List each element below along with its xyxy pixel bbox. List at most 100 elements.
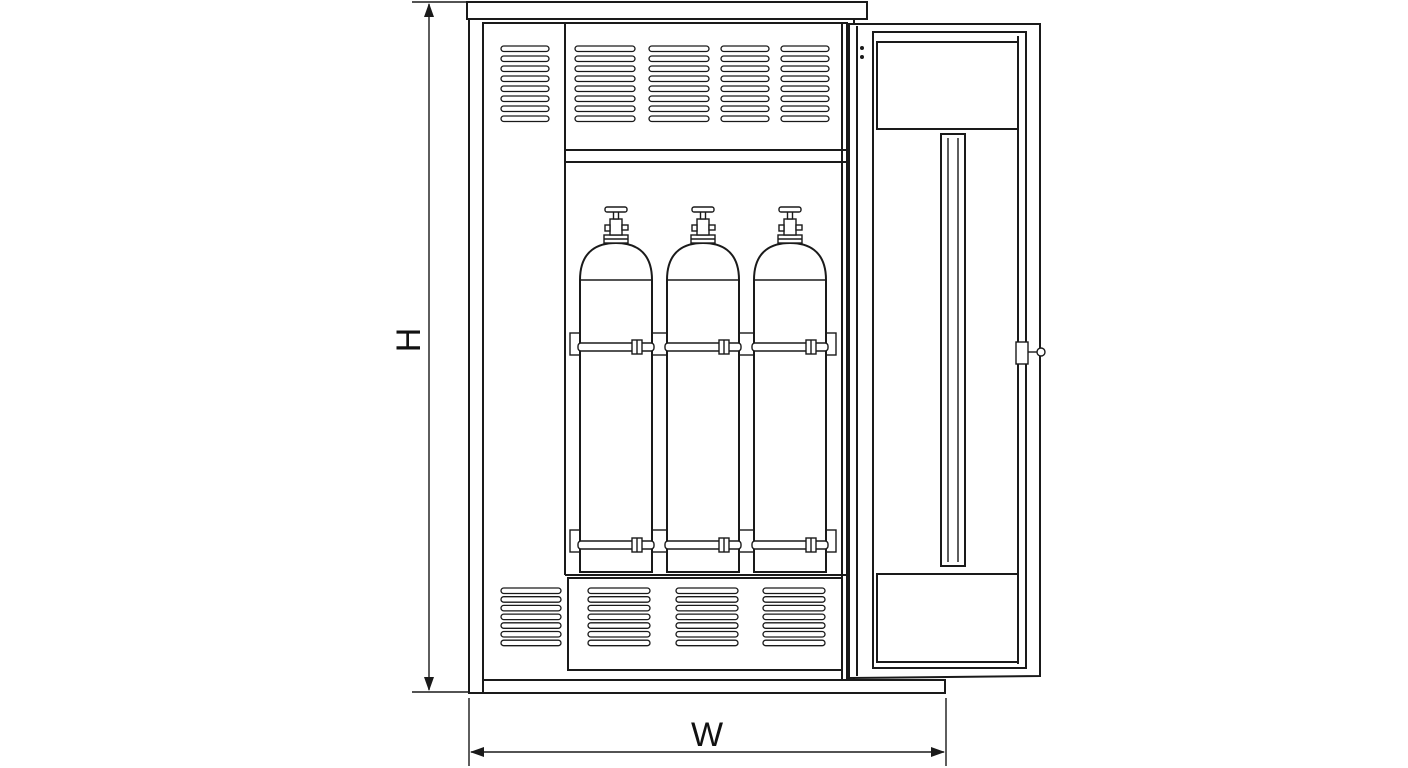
louvre-slot xyxy=(500,613,562,621)
latch-plate xyxy=(1015,341,1029,365)
cabinet-inner-frame xyxy=(482,22,848,681)
louvre-slot xyxy=(500,639,562,647)
louvre-slot xyxy=(574,95,636,103)
louvre-slot xyxy=(648,45,710,53)
louvre-slot xyxy=(720,75,770,83)
louvre-slot xyxy=(780,75,830,83)
louvre-slot xyxy=(500,55,550,63)
louvre-slot xyxy=(720,85,770,93)
louvre-group xyxy=(587,587,651,647)
louvre-slot xyxy=(648,105,710,113)
louvre-slot xyxy=(500,85,550,93)
louvre-slot xyxy=(675,604,739,612)
louvre-slot xyxy=(675,587,739,595)
cabinet-roof xyxy=(466,1,868,20)
louvre-slot xyxy=(574,75,636,83)
louvre-slot xyxy=(762,587,826,595)
valve-handwheel xyxy=(604,206,628,213)
cabinet-door xyxy=(848,23,1046,680)
louvre-slot xyxy=(648,95,710,103)
louvre-slot xyxy=(675,622,739,629)
louvre-slot xyxy=(500,65,550,73)
valve-side-port xyxy=(708,224,716,231)
louvre-slot xyxy=(720,65,770,73)
louvre-slot xyxy=(720,45,770,53)
valve-handwheel xyxy=(778,206,802,213)
louvre-slot xyxy=(648,115,710,123)
louvre-group xyxy=(500,587,562,647)
louvre-slot xyxy=(587,613,651,621)
louvre-slot xyxy=(500,105,550,113)
valve-outlet xyxy=(604,224,611,232)
door-stiffener-bar xyxy=(940,133,966,567)
valve-stem xyxy=(696,218,710,236)
louvre-slot xyxy=(574,55,636,63)
hinge-dot-bottom xyxy=(860,55,864,59)
valve-stem xyxy=(783,218,797,236)
louvre-slot xyxy=(780,85,830,93)
louvre-slot xyxy=(574,115,636,123)
louvre-slot xyxy=(675,596,739,603)
louvre-slot xyxy=(675,639,739,647)
louvre-slot xyxy=(720,115,770,123)
height-dimension: H xyxy=(390,1,470,693)
valve-handwheel xyxy=(691,206,715,213)
louvre-group xyxy=(720,45,770,123)
louvre-slot xyxy=(762,639,826,647)
louvre-slot xyxy=(720,95,770,103)
louvre-slot xyxy=(587,596,651,603)
cabinet-plinth xyxy=(482,679,946,694)
louvre-slot xyxy=(500,587,562,595)
gas-cylinder xyxy=(751,206,829,573)
louvre-slot xyxy=(648,85,710,93)
valve-outlet xyxy=(778,224,785,232)
louvre-slot xyxy=(762,622,826,629)
louvre-slot xyxy=(500,75,550,83)
height-label: H xyxy=(390,328,428,353)
valve-stem xyxy=(609,218,623,236)
louvre-slot xyxy=(762,604,826,612)
valve-outlet xyxy=(691,224,698,232)
louvre-group xyxy=(675,587,739,647)
door-latch xyxy=(1015,341,1046,365)
valve-side-port xyxy=(621,224,629,231)
louvre-slot xyxy=(675,613,739,621)
louvre-group xyxy=(780,45,830,123)
louvre-slot xyxy=(780,65,830,73)
louvre-slot xyxy=(500,95,550,103)
louvre-slot xyxy=(780,45,830,53)
louvre-slot xyxy=(675,630,739,638)
louvre-slot xyxy=(587,630,651,638)
valve-side-port xyxy=(795,224,803,231)
louvre-slot xyxy=(587,604,651,612)
cylinder-body xyxy=(753,241,827,573)
louvre-slot xyxy=(574,65,636,73)
louvre-slot xyxy=(780,95,830,103)
gas-cylinder xyxy=(577,206,655,573)
width-dimension: W xyxy=(468,698,947,766)
louvre-slot xyxy=(780,115,830,123)
louvre-slot xyxy=(587,622,651,629)
louvre-slot xyxy=(587,639,651,647)
louvre-slot xyxy=(648,75,710,83)
louvre-slot xyxy=(648,65,710,73)
louvre-slot xyxy=(720,105,770,113)
width-label: W xyxy=(691,716,723,754)
latch-knob xyxy=(1036,347,1046,357)
louvre-group xyxy=(648,45,710,123)
louvre-slot xyxy=(720,55,770,63)
louvre-slot xyxy=(587,587,651,595)
door-bottom-vent-frame xyxy=(876,573,1019,663)
gas-cylinder xyxy=(664,206,742,573)
gas-cylinders xyxy=(577,206,829,573)
door-top-vent-frame xyxy=(876,41,1019,130)
louvre-slot xyxy=(762,613,826,621)
louvre-slot xyxy=(500,596,562,603)
louvre-group xyxy=(500,45,550,123)
hinge-dot-top xyxy=(860,46,864,50)
louvre-slot xyxy=(500,115,550,123)
cylinder-body xyxy=(666,241,740,573)
cylinder-body xyxy=(579,241,653,573)
louvre-slot xyxy=(574,45,636,53)
